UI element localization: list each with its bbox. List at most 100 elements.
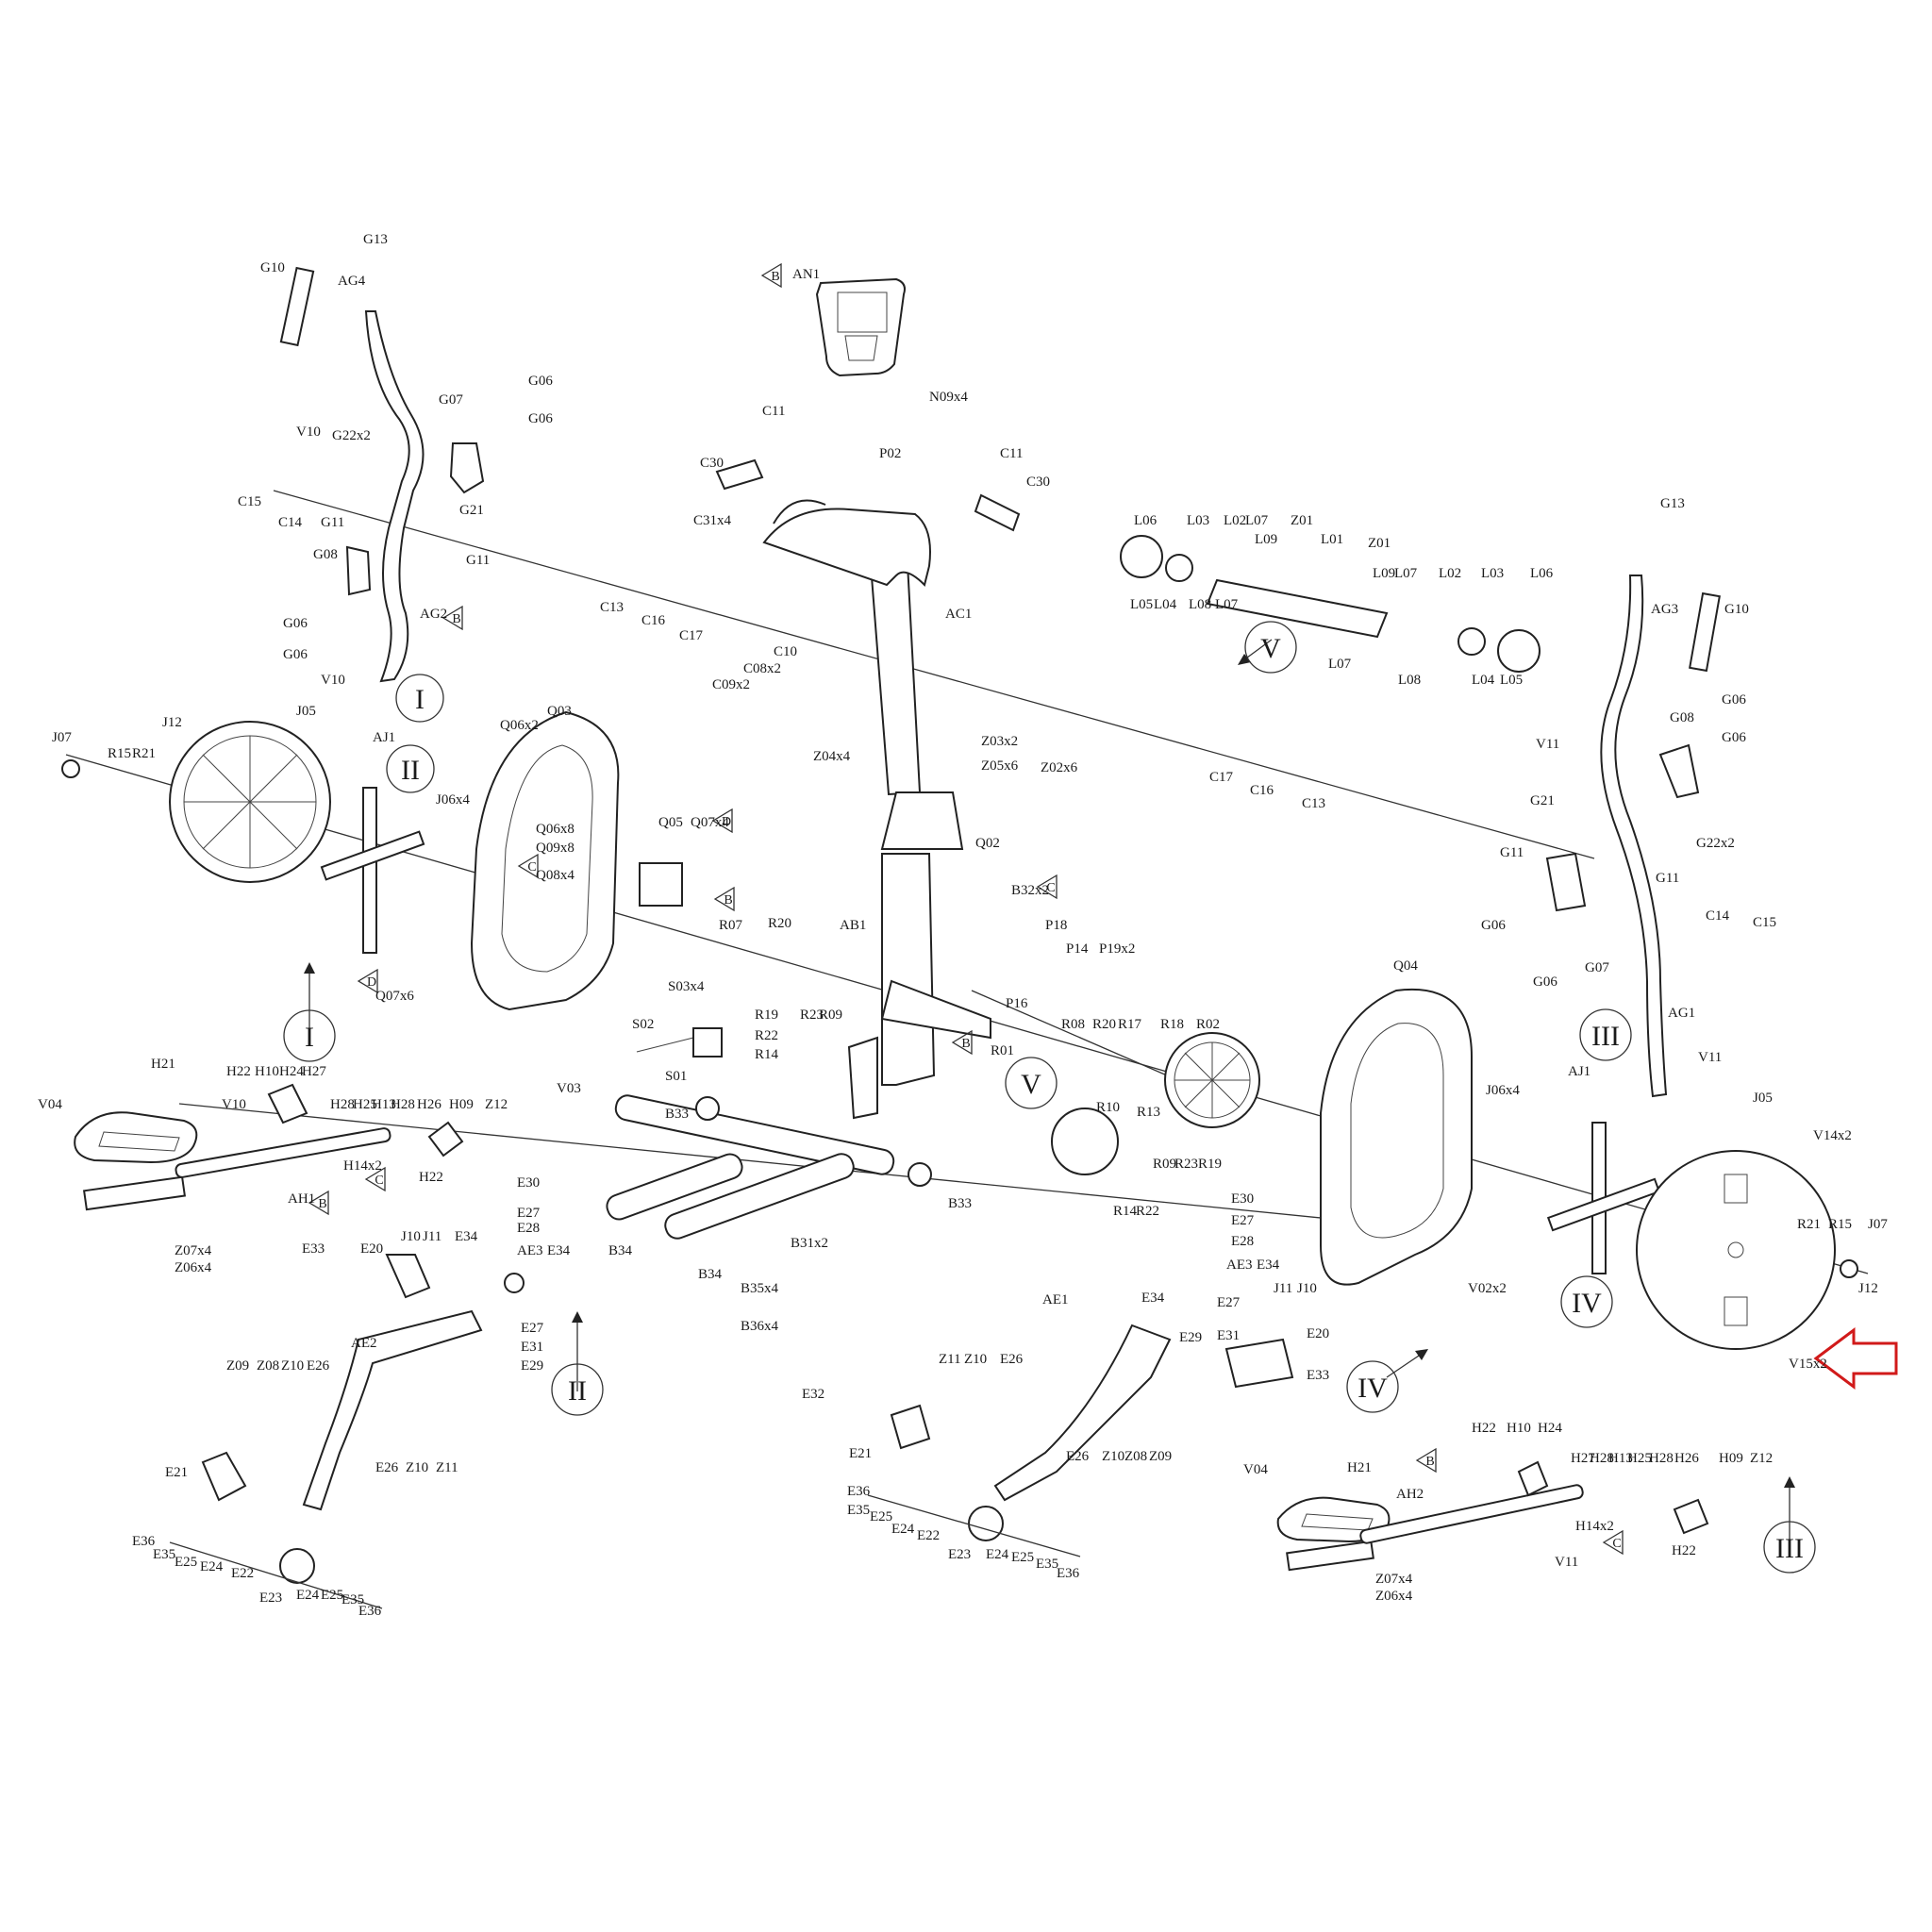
part-label: H26 (417, 1097, 441, 1112)
right-pedal-h21 (1276, 1460, 1709, 1572)
triangle-mark (713, 886, 735, 912)
part-label: H10 (255, 1064, 279, 1079)
part-label: L04 (1472, 673, 1495, 688)
part-label: E29 (1179, 1330, 1202, 1345)
part-label: AH2 (1396, 1487, 1424, 1502)
part-label: L06 (1134, 513, 1158, 528)
part-label: V14x2 (1813, 1128, 1852, 1143)
part-label: Z09 (226, 1358, 249, 1374)
part-label: Z03x2 (981, 734, 1018, 749)
part-label: H13 (1608, 1451, 1633, 1466)
part-label: R18 (1160, 1017, 1184, 1032)
left-cross-bracket-aj1 (320, 787, 425, 954)
part-label: R13 (1137, 1105, 1160, 1120)
mark-b: B (452, 612, 460, 626)
red-pointer-arrow (1813, 1327, 1898, 1390)
part-label: C11 (762, 404, 785, 419)
triangle-mark (760, 262, 782, 289)
part-label: E33 (302, 1241, 325, 1257)
part-label: E24 (200, 1559, 224, 1574)
part-label: H14x2 (1575, 1519, 1614, 1534)
view-label-iii-2: III (1775, 1533, 1804, 1564)
triangle-mark (1602, 1529, 1624, 1556)
part-label: AJ1 (1568, 1064, 1591, 1079)
part-label: E24 (986, 1547, 1009, 1562)
part-label: L01 (1321, 532, 1343, 547)
part-label: E35 (153, 1547, 175, 1562)
part-label: AG2 (420, 607, 447, 622)
part-label: C15 (238, 494, 261, 509)
part-label: L07 (1328, 657, 1352, 672)
part-label: B33 (948, 1196, 972, 1211)
part-label: Q05 (658, 815, 683, 830)
triangle-mark (308, 1190, 329, 1216)
handle-grips-c30 (715, 458, 1021, 532)
part-label: AE1 (1042, 1292, 1069, 1307)
part-label: B33 (665, 1107, 689, 1122)
part-label: R14 (755, 1047, 779, 1062)
view-label-v: V (1260, 633, 1281, 664)
part-label: Z11 (436, 1460, 458, 1475)
part-label: G06 (528, 374, 553, 389)
part-label: H25 (1627, 1451, 1652, 1466)
view-callout-i (283, 1009, 336, 1062)
part-label: L02 (1439, 566, 1461, 581)
part-label: R23 (1174, 1157, 1198, 1172)
part-label: H27 (1571, 1451, 1595, 1466)
part-label: Z10 (406, 1460, 428, 1475)
left-lower-arm-ae2 (201, 1254, 525, 1584)
part-label: L06 (1530, 566, 1554, 581)
part-label: E27 (517, 1206, 541, 1221)
console-assembly (815, 277, 906, 377)
part-label: J06x4 (1486, 1083, 1520, 1098)
part-label: L07 (1245, 513, 1269, 528)
part-label: G06 (283, 616, 308, 631)
part-label: E27 (1231, 1213, 1255, 1228)
part-label: E23 (948, 1547, 971, 1562)
view-label-ii: II (401, 755, 420, 786)
part-label: Z07x4 (1375, 1572, 1413, 1587)
view-label-iv-2: IV (1357, 1373, 1388, 1404)
part-label: Z08 (257, 1358, 279, 1374)
triangle-mark (357, 968, 378, 994)
part-label: H27 (302, 1064, 326, 1079)
part-label: H25 (353, 1097, 377, 1112)
right-cross-bracket-aj1 (1546, 1122, 1661, 1274)
part-label: G13 (363, 232, 388, 247)
part-label: H24 (279, 1064, 304, 1079)
part-label: S03x4 (668, 979, 705, 994)
part-label: E23 (259, 1591, 282, 1606)
part-label: E26 (375, 1460, 399, 1475)
roller-stack-right (867, 1494, 1081, 1557)
part-label: L05 (1500, 673, 1523, 688)
part-label: J05 (1753, 1091, 1773, 1106)
part-label: E36 (1057, 1566, 1080, 1581)
part-label: E20 (1307, 1326, 1329, 1341)
part-label: AB1 (840, 918, 866, 933)
left-pedal-h21 (74, 1111, 391, 1211)
upper-arm-left (279, 266, 485, 683)
part-label: V04 (1243, 1462, 1268, 1477)
part-label: E36 (132, 1534, 156, 1549)
part-label: J06x4 (436, 792, 470, 808)
part-label: H09 (1719, 1451, 1743, 1466)
part-label: E22 (917, 1528, 940, 1543)
right-cover-q04 (1320, 988, 1473, 1286)
part-label: E25 (175, 1555, 197, 1570)
triangle-mark (517, 853, 539, 879)
view-label-i-2: I (305, 1022, 314, 1053)
part-label: J07 (1868, 1217, 1888, 1232)
part-label: E25 (870, 1509, 892, 1524)
part-label: Z01 (1291, 513, 1313, 528)
part-label: C13 (1302, 796, 1325, 811)
part-label: R14 (1113, 1204, 1138, 1219)
part-label: J07 (52, 730, 72, 745)
part-label: P14 (1066, 941, 1089, 957)
part-label: AC1 (945, 607, 972, 622)
part-label: S01 (665, 1069, 687, 1084)
part-label: Z09 (1149, 1449, 1172, 1464)
mark-b: B (771, 270, 779, 284)
part-label: G13 (1660, 496, 1685, 511)
main-frame-ab1 (847, 853, 991, 1120)
part-label: C16 (1250, 783, 1274, 798)
